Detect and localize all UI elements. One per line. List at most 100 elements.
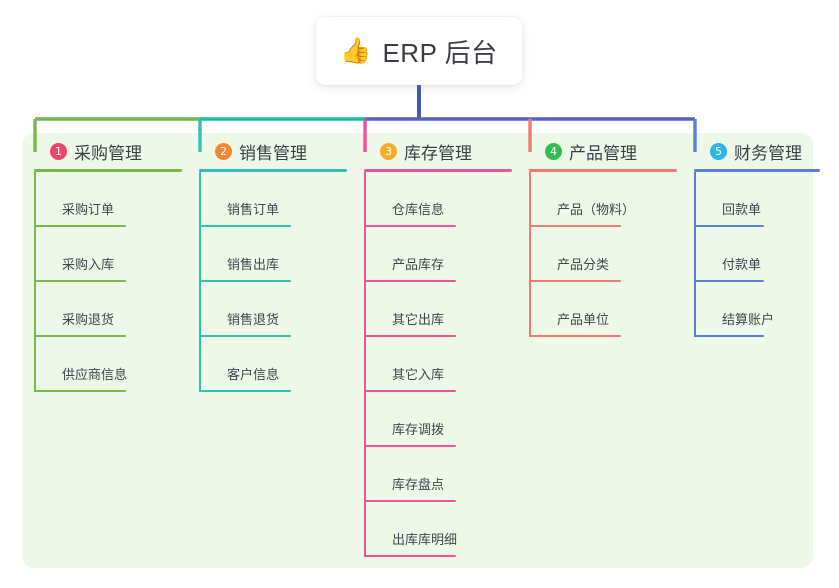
leaf-node-underline	[34, 225, 126, 227]
leaf-node-underline	[34, 390, 126, 392]
branch-title: 销售管理	[239, 143, 307, 163]
branch-title: 库存管理	[404, 143, 472, 163]
leaf-node-underline	[529, 225, 621, 227]
leaf-node-label: 采购入库	[62, 257, 115, 272]
branch-underline	[34, 169, 182, 172]
branch-column-4: 4 产品管理产品（物料） 产品分类产品单位	[529, 133, 677, 337]
leaf-node[interactable]: 产品单位	[529, 282, 677, 337]
root-node-content: 👍 ERP 后台	[340, 33, 497, 70]
leaf-node-label: 库存盘点	[392, 477, 445, 492]
leaf-node-underline	[199, 390, 291, 392]
branch-underline	[529, 169, 677, 172]
branch-column-2: 2 销售管理销售订单销售出库销售退货客户信息	[199, 133, 347, 392]
leaf-node-underline	[529, 280, 621, 282]
root-node-label: ERP 后台	[382, 37, 498, 68]
leaf-node[interactable]: 库存盘点	[364, 447, 512, 502]
branch-leaf-list: 采购订单采购入库采购退货供应商信息	[34, 172, 182, 392]
branch-leaf-list: 销售订单销售出库销售退货客户信息	[199, 172, 347, 392]
leaf-node-underline	[694, 280, 764, 282]
branch-columns: 1 采购管理采购订单采购入库采购退货供应商信息 2 销售管理销售订单销售出库销售退货客…	[0, 133, 839, 568]
leaf-node-label: 销售出库	[227, 257, 280, 272]
leaf-node[interactable]: 库存调拨	[364, 392, 512, 447]
branch-vertical-rail	[529, 172, 531, 337]
branch-header-3[interactable]: 3 库存管理	[364, 133, 512, 169]
leaf-node[interactable]: 其它入库	[364, 337, 512, 392]
leaf-node-underline	[529, 335, 621, 337]
leaf-node[interactable]: 产品分类	[529, 227, 677, 282]
leaf-node-label: 客户信息	[227, 367, 280, 382]
branch-underline	[364, 169, 512, 172]
branch-number-badge: 2	[215, 142, 232, 160]
leaf-node[interactable]: 采购订单	[34, 172, 182, 227]
branch-number-badge: 1	[50, 142, 67, 160]
leaf-node-label: 其它出库	[392, 312, 445, 327]
leaf-node-underline	[364, 280, 456, 282]
leaf-node[interactable]: 仓库信息	[364, 172, 512, 227]
leaf-node-label: 销售退货	[227, 312, 280, 327]
leaf-node-label: 结算账户	[722, 312, 775, 327]
leaf-node-underline	[34, 280, 126, 282]
leaf-node-label: 供应商信息	[62, 367, 128, 382]
leaf-node-underline	[364, 225, 456, 227]
leaf-node-underline	[694, 225, 764, 227]
leaf-node-underline	[199, 225, 291, 227]
branch-header-1[interactable]: 1 采购管理	[34, 133, 182, 169]
leaf-node[interactable]: 客户信息	[199, 337, 347, 392]
branch-number-badge: 3	[380, 142, 397, 160]
leaf-node[interactable]: 供应商信息	[34, 337, 182, 392]
leaf-node[interactable]: 销售退货	[199, 282, 347, 337]
leaf-node-label: 付款单	[722, 257, 762, 272]
branch-title: 采购管理	[74, 143, 142, 163]
leaf-node-underline	[364, 500, 456, 502]
leaf-node[interactable]: 回款单	[694, 172, 820, 227]
branch-column-3: 3 库存管理仓库信息产品库存其它出库其它入库库存调拨库存盘点出库库明细	[364, 133, 512, 557]
leaf-node[interactable]: 销售订单	[199, 172, 347, 227]
leaf-node-label: 采购退货	[62, 312, 115, 327]
leaf-node-underline	[199, 280, 291, 282]
leaf-node-label: 产品库存	[392, 257, 445, 272]
leaf-node-label: 其它入库	[392, 367, 445, 382]
branch-vertical-rail	[199, 172, 201, 392]
leaf-node-label: 仓库信息	[392, 202, 445, 217]
leaf-node-label: 产品单位	[557, 312, 610, 327]
leaf-node-label: 销售订单	[227, 202, 280, 217]
leaf-node-underline	[364, 555, 456, 557]
diagram-panel	[22, 133, 813, 568]
leaf-node-underline	[34, 335, 126, 337]
branch-column-1: 1 采购管理采购订单采购入库采购退货供应商信息	[34, 133, 182, 392]
leaf-node[interactable]: 其它出库	[364, 282, 512, 337]
leaf-node-label: 产品分类	[557, 257, 610, 272]
branch-title: 产品管理	[569, 143, 637, 163]
leaf-node[interactable]: 产品库存	[364, 227, 512, 282]
leaf-node-label: 产品（物料）	[557, 202, 636, 217]
leaf-node-label: 采购订单	[62, 202, 115, 217]
leaf-node-label: 回款单	[722, 202, 762, 217]
leaf-node[interactable]: 销售出库	[199, 227, 347, 282]
leaf-node[interactable]: 付款单	[694, 227, 820, 282]
branch-leaf-list: 仓库信息产品库存其它出库其它入库库存调拨库存盘点出库库明细	[364, 172, 512, 557]
leaf-node[interactable]: 采购退货	[34, 282, 182, 337]
thumbs-up-icon: 👍	[340, 36, 372, 65]
branch-header-4[interactable]: 4 产品管理	[529, 133, 677, 169]
leaf-node[interactable]: 产品（物料）	[529, 172, 677, 227]
leaf-node-underline	[364, 445, 456, 447]
leaf-node-underline	[364, 335, 456, 337]
branch-vertical-rail	[34, 172, 36, 392]
branch-number-badge: 5	[710, 142, 727, 160]
branch-vertical-rail	[364, 172, 366, 557]
leaf-node[interactable]: 结算账户	[694, 282, 820, 337]
leaf-node-underline	[364, 390, 456, 392]
root-node-erp-backend[interactable]: 👍 ERP 后台	[316, 17, 522, 85]
branch-vertical-rail	[694, 172, 696, 337]
branch-underline	[199, 169, 347, 172]
leaf-node[interactable]: 出库库明细	[364, 502, 512, 557]
branch-number-badge: 4	[545, 142, 562, 160]
branch-header-2[interactable]: 2 销售管理	[199, 133, 347, 169]
leaf-node-label: 出库库明细	[392, 532, 458, 547]
leaf-node-underline	[694, 335, 764, 337]
branch-underline	[694, 169, 820, 172]
leaf-node[interactable]: 采购入库	[34, 227, 182, 282]
branch-leaf-list: 回款单付款单结算账户	[694, 172, 820, 337]
